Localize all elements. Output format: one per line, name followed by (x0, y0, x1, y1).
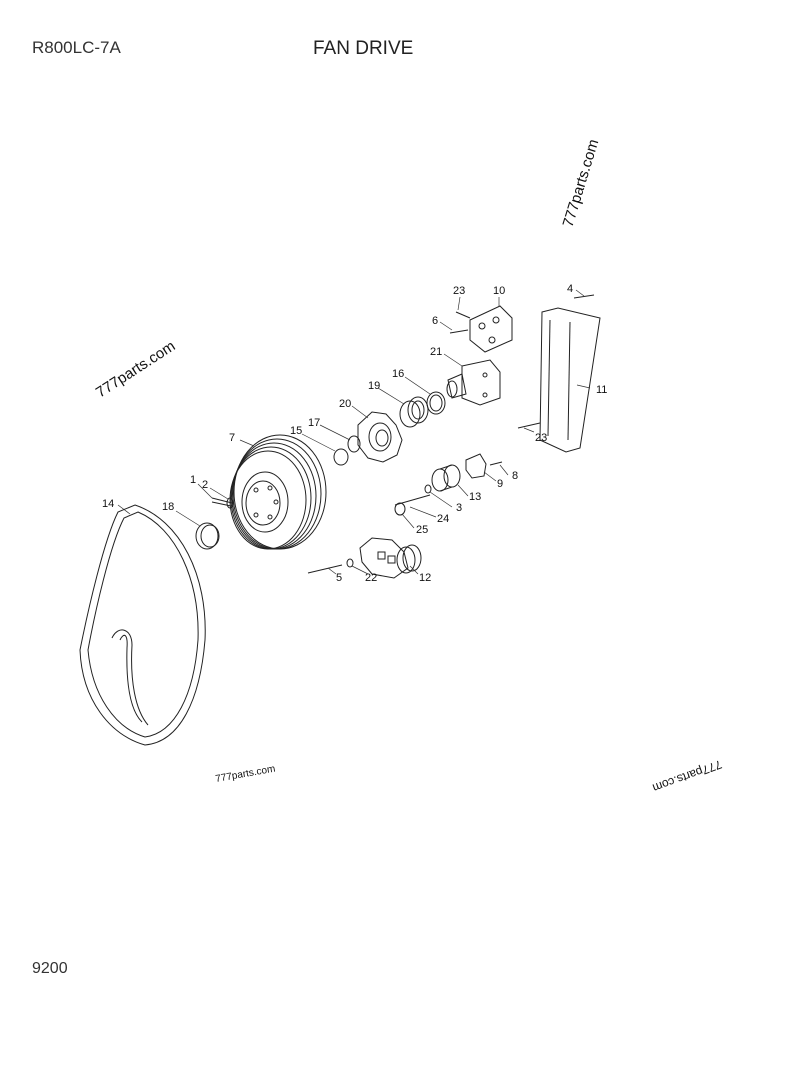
callout-11: 11 (596, 384, 607, 396)
callout-14: 14 (102, 498, 114, 510)
callout-23-bottom: 23 (535, 432, 547, 444)
callout-7: 7 (229, 432, 235, 444)
spindle-housing-part (446, 359, 501, 406)
callout-15: 15 (290, 425, 302, 437)
callout-13: 13 (469, 491, 481, 503)
callout-1: 1 (190, 474, 196, 486)
plug-8-part (489, 461, 503, 466)
spacer-25-part (394, 502, 406, 516)
callout-22: 22 (365, 572, 377, 584)
watermark-top: 777parts.com (560, 137, 603, 229)
idler-part (431, 464, 461, 492)
watermark-left: 777parts.com (93, 338, 178, 402)
callout-17: 17 (308, 417, 320, 429)
washer-17-part (347, 435, 361, 453)
callout-12: 12 (419, 572, 431, 584)
washer-2-part (226, 497, 234, 509)
plate-part (539, 307, 601, 453)
watermark-bottom-left: 777parts.com (215, 764, 277, 785)
callout-18: 18 (162, 501, 174, 513)
callout-10: 10 (493, 285, 505, 297)
callout-8: 8 (512, 470, 518, 482)
belt-part (79, 504, 206, 746)
callout-24: 24 (437, 513, 449, 525)
callout-19: 19 (368, 380, 380, 392)
page-number: 9200 (32, 960, 68, 977)
bolt-5-part (307, 564, 343, 574)
bearing-part (399, 396, 429, 428)
bolt-4-part (573, 294, 595, 299)
pulley-part (229, 434, 327, 550)
leader-lines (117, 289, 591, 575)
washer-3-part (424, 484, 432, 494)
callout-4: 4 (567, 283, 573, 295)
fitting-part (465, 453, 487, 479)
model-code: R800LC-7A (32, 38, 121, 57)
callout-20: 20 (339, 398, 351, 410)
callout-3: 3 (456, 502, 462, 514)
hub-part (357, 411, 403, 463)
callout-25: 25 (416, 524, 428, 536)
bracket-part (469, 305, 513, 353)
callout-21: 21 (430, 346, 442, 358)
bolt-6-part (449, 329, 469, 334)
callout-23-top: 23 (453, 285, 465, 297)
callout-16: 16 (392, 368, 404, 380)
bolt-1-part (211, 497, 233, 507)
seal-part (426, 391, 446, 415)
washer-22-part (346, 558, 354, 568)
callout-9: 9 (497, 478, 503, 490)
callout-6: 6 (432, 315, 438, 327)
tensioner-part (359, 537, 422, 579)
bolt-23-bottom-part (517, 422, 541, 429)
callout-5: 5 (336, 572, 342, 584)
nut-15-part (333, 448, 349, 466)
callout-2: 2 (202, 479, 208, 491)
bolt-23-top-part (455, 311, 471, 319)
watermark-bottom-right: 777parts.com (651, 757, 724, 795)
cap-part (195, 522, 220, 550)
page-title: FAN DRIVE (313, 38, 414, 59)
